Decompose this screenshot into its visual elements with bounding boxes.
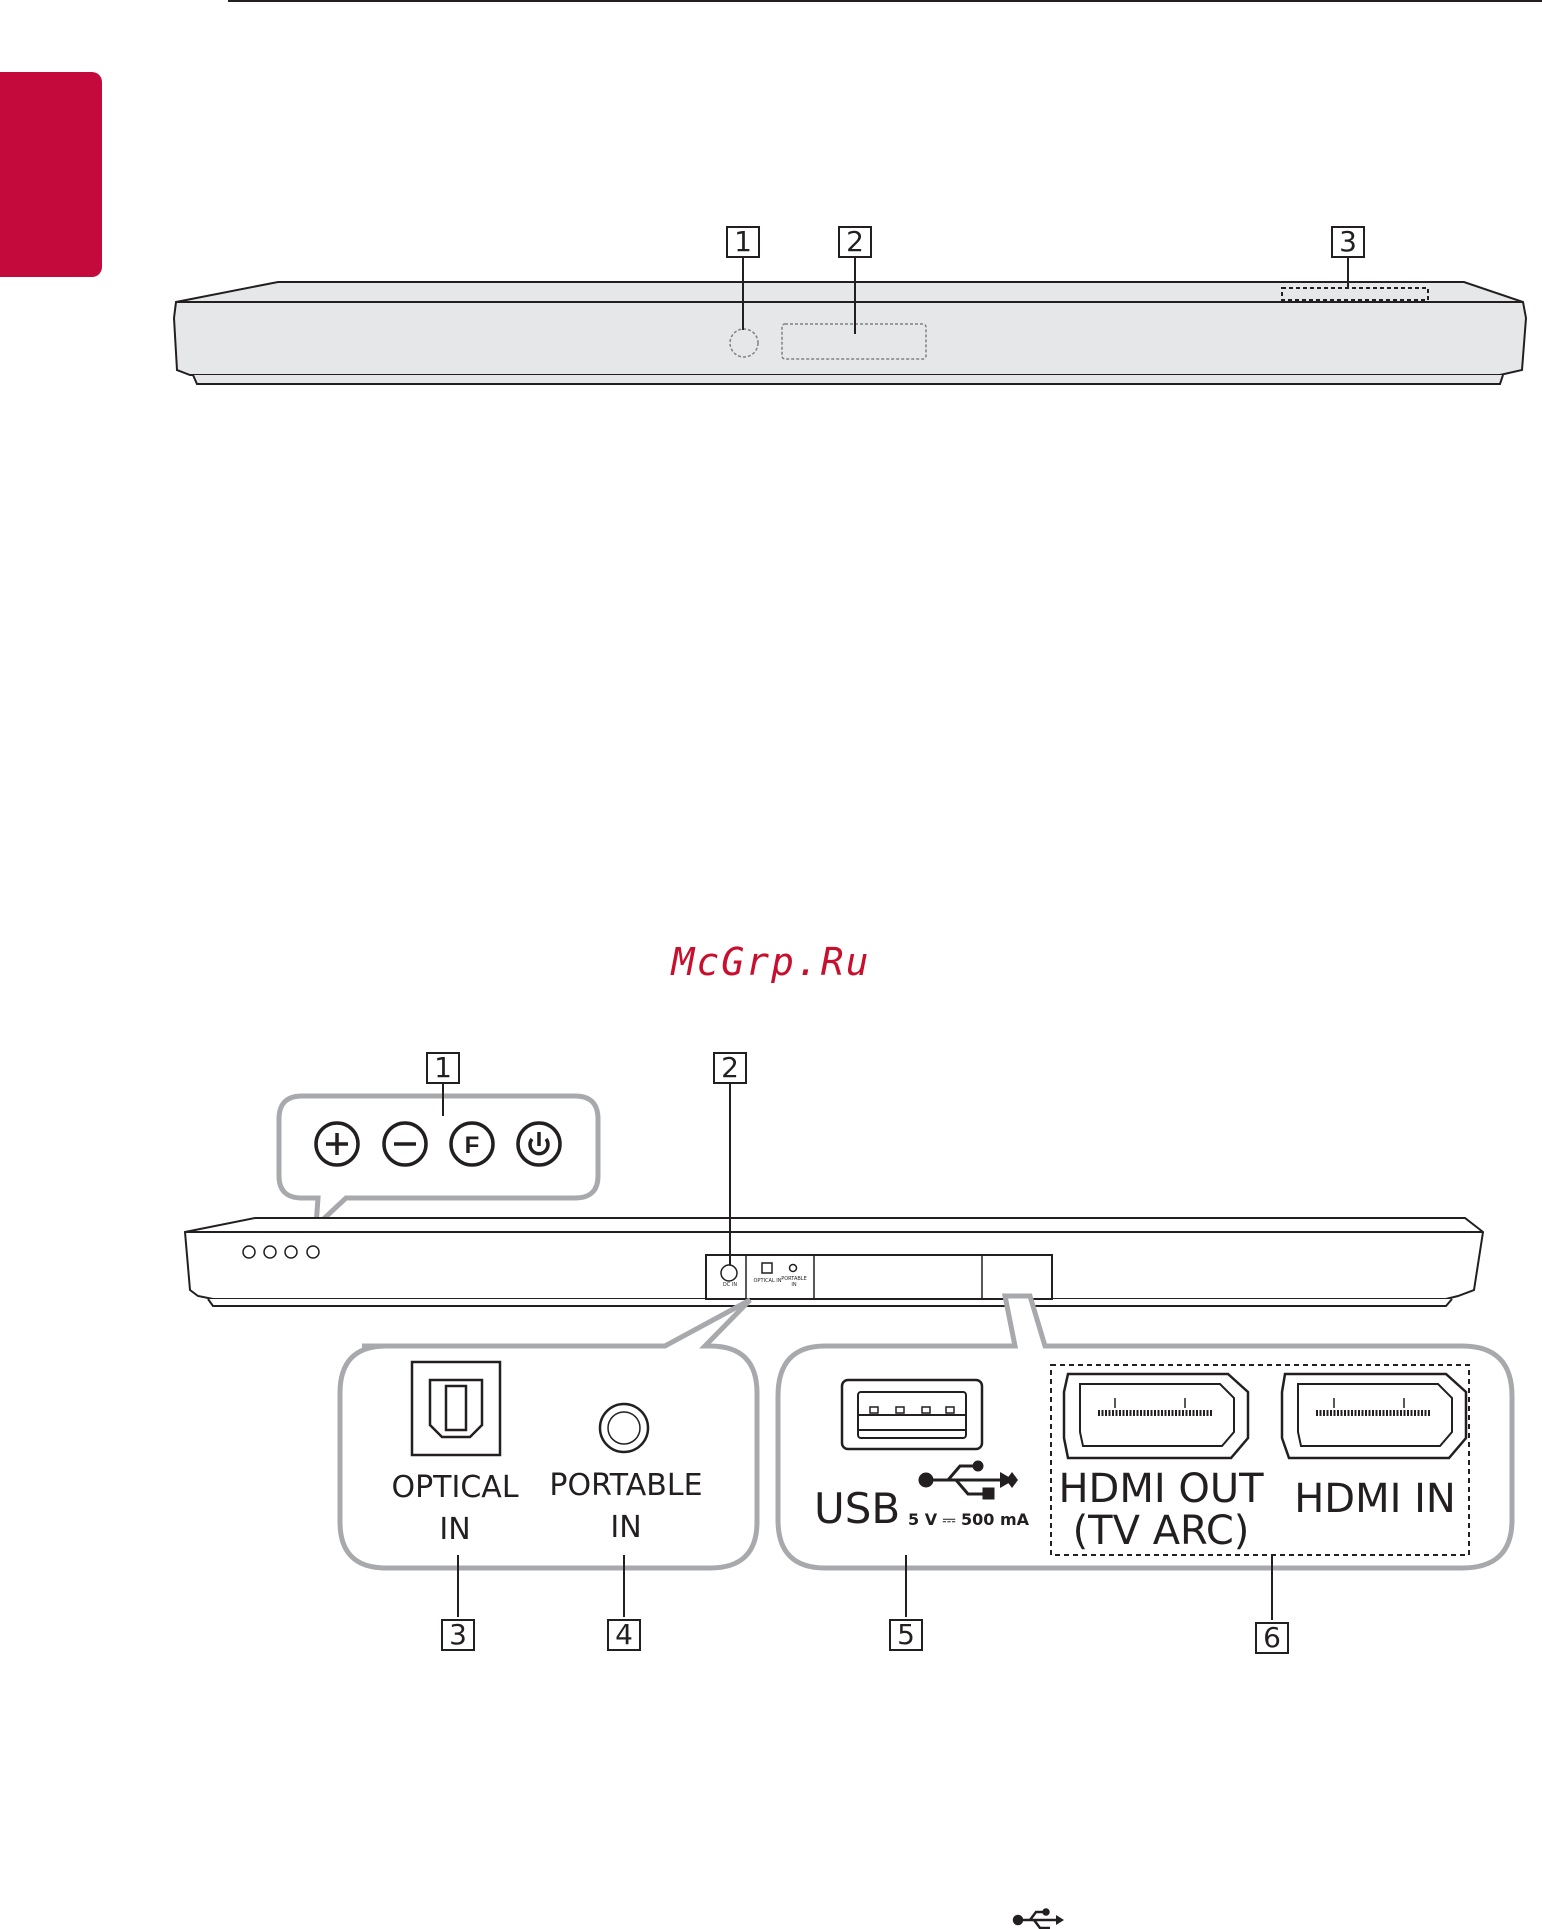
hdmi-in-port-icon [1282,1374,1466,1458]
bar-label-portable: PORTABLE IN [778,1276,810,1288]
hdmi-out-label-line2: (TV ARC) [1054,1508,1268,1554]
optical-port-icon [412,1362,500,1455]
rear-callout-3: 3 [441,1619,475,1651]
footer-usb-icon [1014,1910,1064,1929]
hdmi-in-label: HDMI IN [1280,1476,1470,1522]
rear-callout-4: 4 [607,1619,641,1651]
hdmi-out-label-line1: HDMI OUT [1054,1466,1268,1512]
usb-label: USB [814,1484,904,1533]
portable-jack-icon [600,1404,648,1452]
rear-callout-1: 1 [426,1052,460,1084]
optical-label-line2: IN [378,1512,532,1547]
bar-label-dc-in: DC IN [710,1282,750,1288]
svg-text:F: F [465,1132,480,1159]
connector-recess [706,1255,1052,1299]
optical-label-line1: OPTICAL [378,1470,532,1505]
rear-callout-5: 5 [889,1619,923,1651]
portable-label-line2: IN [540,1510,712,1545]
hdmi-out-port-icon [1064,1374,1248,1458]
rear-callout-2: 2 [713,1052,747,1084]
usb-rating: 5 V ⎓ 500 mA [908,1510,1038,1530]
rear-callout-6: 6 [1255,1622,1289,1654]
portable-label-line1: PORTABLE [540,1468,712,1503]
